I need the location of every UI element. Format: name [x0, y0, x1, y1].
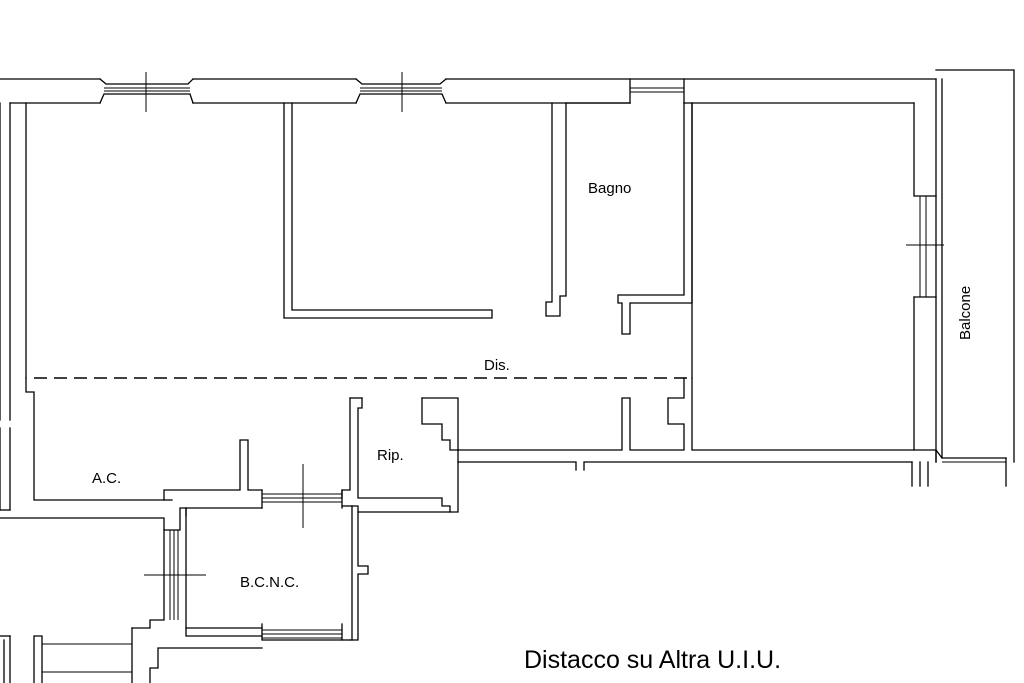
- window-top-middle: [355, 72, 447, 112]
- balcony: [906, 69, 1015, 487]
- ac-room-walls: [0, 377, 343, 531]
- room-label-rip: Rip.: [377, 447, 404, 464]
- bottom-left-walls: [0, 635, 132, 683]
- room-label-bcnc: B.C.N.C.: [240, 574, 299, 591]
- window-top-left: [99, 72, 194, 112]
- room-label-balcone: Balcone: [957, 286, 974, 340]
- room-label-bagno: Bagno: [588, 180, 631, 197]
- storage-room: [341, 397, 459, 641]
- living-room-walls: [691, 102, 915, 451]
- exterior-walls: [0, 78, 937, 511]
- note-distacco: Distacco su Altra U.I.U.: [524, 646, 781, 674]
- corridor: [34, 377, 913, 471]
- bathroom-walls: [565, 102, 693, 335]
- window-top-bagno: [629, 78, 685, 104]
- room-label-dis: Dis.: [484, 357, 510, 374]
- room-label-ac: A.C.: [92, 470, 121, 487]
- bcnc-room-walls: [131, 507, 351, 683]
- bedroom-middle-walls: [283, 102, 567, 319]
